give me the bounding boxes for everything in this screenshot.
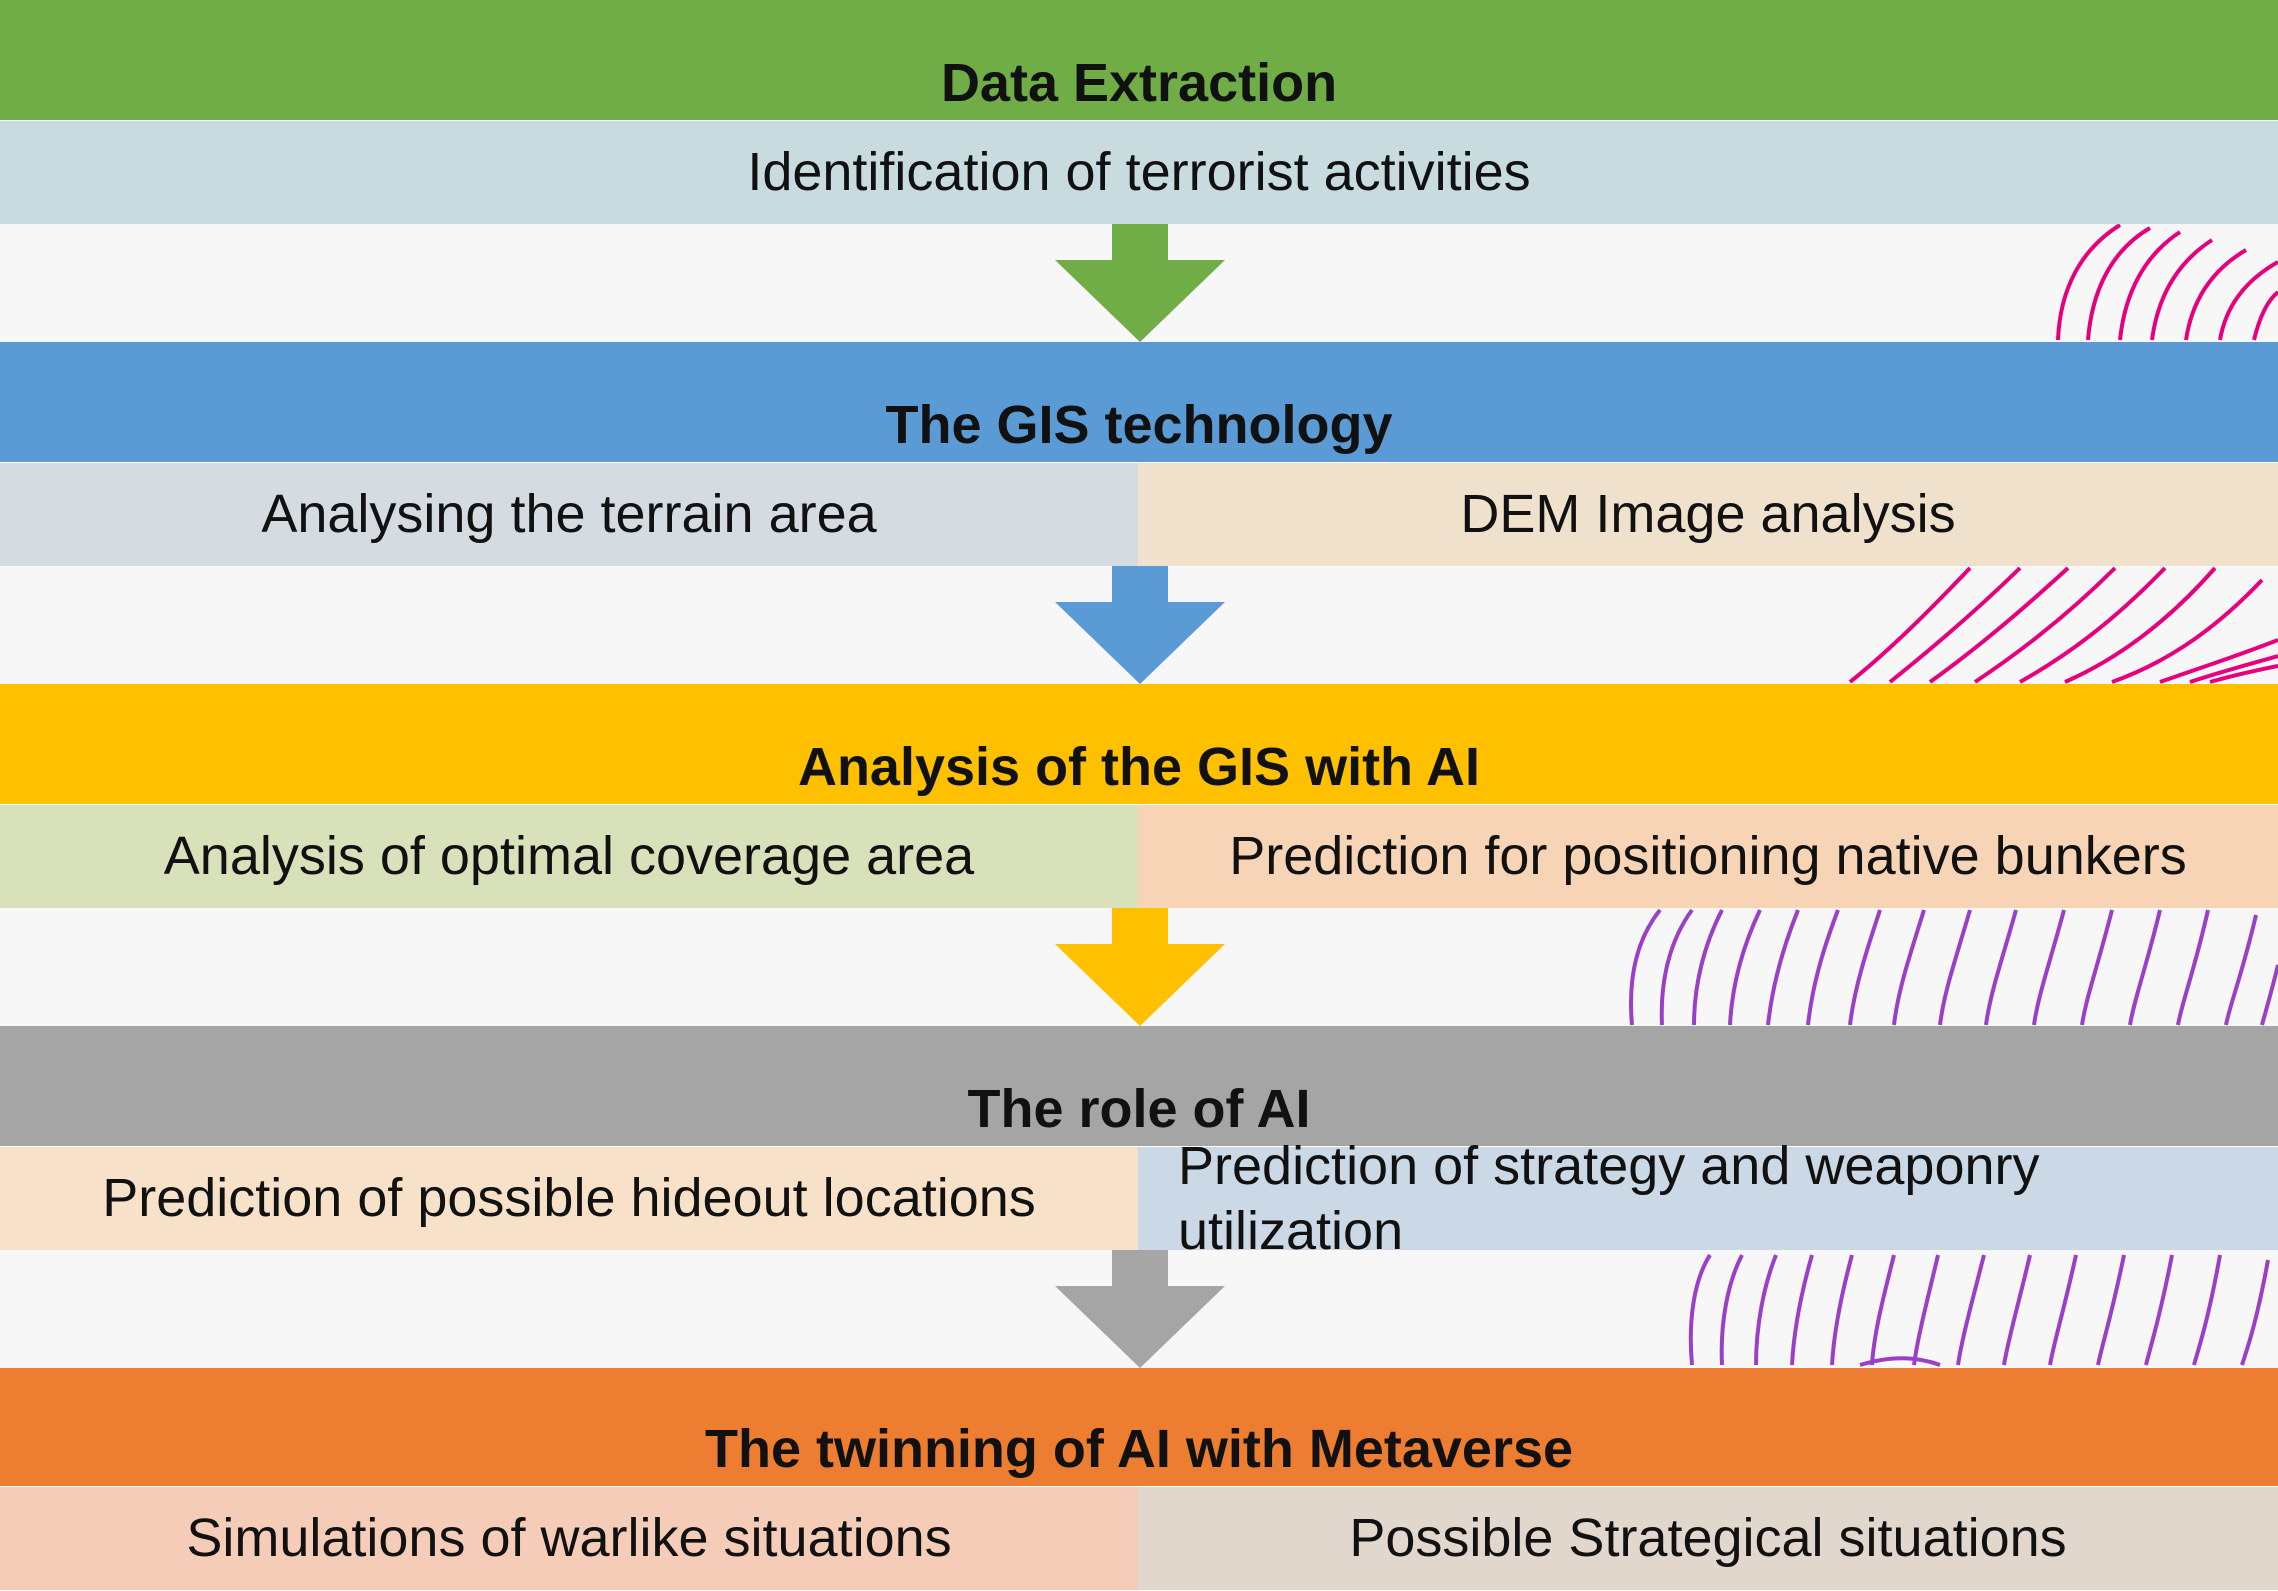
stage-1-item-1: Identification of terrorist activities xyxy=(0,120,2278,224)
stage-4-header: The role of AI xyxy=(0,1026,2278,1146)
stage-2-item-1: Analysing the terrain area xyxy=(0,462,1138,566)
arrow-down-blue-icon xyxy=(1055,566,1225,684)
stage-4-item-1: Prediction of possible hideout locations xyxy=(0,1146,1138,1250)
stage-5-item-2: Possible Strategical situations xyxy=(1138,1486,2278,1590)
stage-3-header: Analysis of the GIS with AI xyxy=(0,684,2278,804)
stage-3-item-1: Analysis of optimal coverage area xyxy=(0,804,1138,908)
arrow-down-green-icon xyxy=(1055,224,1225,342)
stage-3-title: Analysis of the GIS with AI xyxy=(797,737,1481,797)
stage-2-title: The GIS technology xyxy=(885,395,1393,455)
stage-2-header: The GIS technology xyxy=(0,342,2278,462)
stage-1-title: Data Extraction xyxy=(940,53,1338,113)
stage-3-item-2: Prediction for positioning native bunker… xyxy=(1138,804,2278,908)
arrow-down-yellow-icon xyxy=(1055,908,1225,1026)
arrow-down-gray-icon xyxy=(1055,1250,1225,1368)
stage-1-header: Data Extraction xyxy=(0,0,2278,120)
stage-4-title: The role of AI xyxy=(967,1079,1311,1139)
stage-5-header: The twinning of AI with Metaverse xyxy=(0,1368,2278,1486)
stage-4-item-2: Prediction of strategy and weaponry util… xyxy=(1138,1136,2278,1261)
stage-2-item-2: DEM Image analysis xyxy=(1138,462,2278,566)
stage-5-title: The twinning of AI with Metaverse xyxy=(704,1419,1574,1479)
stage-5-item-1: Simulations of warlike situations xyxy=(0,1486,1138,1590)
